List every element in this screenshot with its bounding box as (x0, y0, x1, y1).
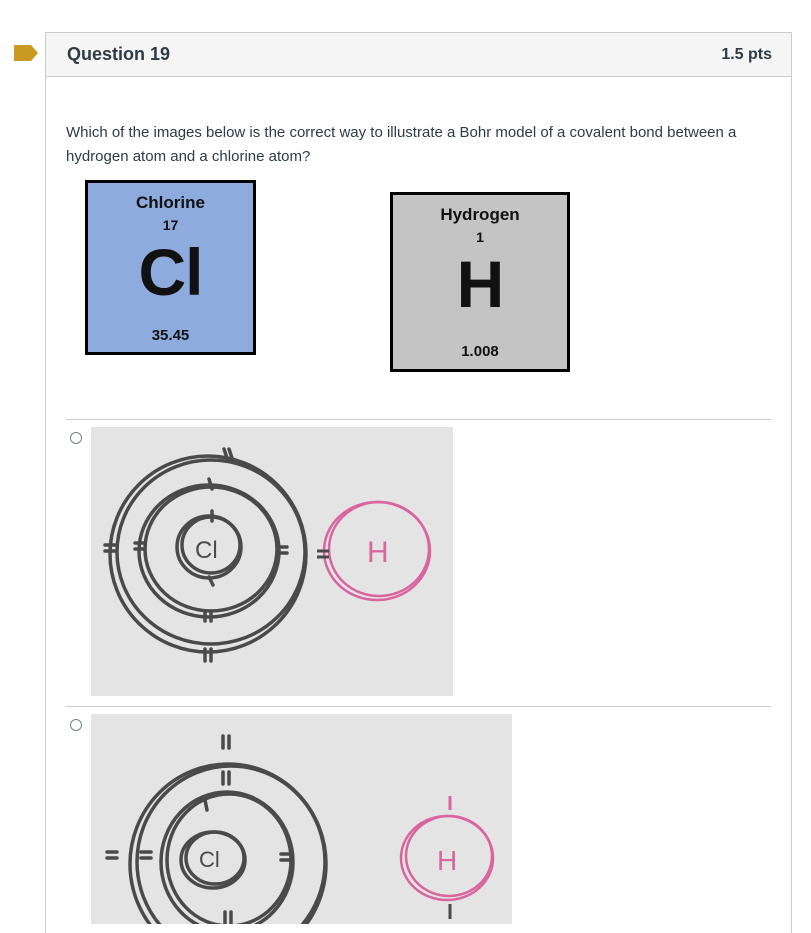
bookmark-flag-icon[interactable] (13, 44, 39, 62)
answer-1-bohr-model-image[interactable]: Cl H (91, 427, 453, 696)
element-number: 1 (476, 229, 484, 245)
question-header: Question 19 1.5 pts (46, 33, 791, 77)
answer-1-h-label: H (367, 536, 389, 569)
answer-divider (66, 419, 771, 420)
answer-2-h-label: H (437, 845, 457, 876)
element-symbol: Cl (138, 235, 204, 309)
answer-2-radio[interactable] (70, 719, 82, 731)
answer-divider (66, 706, 771, 707)
hydrogen-element-tile: Hydrogen 1 H 1.008 (390, 192, 570, 372)
question-text: Which of the images below is the correct… (66, 124, 737, 165)
element-symbol: H (456, 247, 505, 321)
question-title: Question 19 (67, 44, 171, 64)
element-name: Hydrogen (440, 205, 520, 224)
question-points: 1.5 pts (721, 45, 772, 63)
question-card: Question 19 1.5 pts Which of the images … (45, 32, 792, 933)
answer-2-bohr-model-image[interactable]: Cl H (91, 714, 512, 924)
element-mass: 35.45 (151, 327, 190, 344)
element-name: Chlorine (136, 193, 205, 212)
chlorine-element-tile: Chlorine 17 Cl 35.45 (85, 180, 256, 355)
answer-2-cl-label: Cl (199, 847, 220, 872)
answer-1-cl-label: Cl (195, 537, 218, 564)
element-mass: 1.008 (461, 343, 499, 360)
answer-1-radio[interactable] (70, 432, 82, 444)
element-number: 17 (162, 217, 179, 233)
